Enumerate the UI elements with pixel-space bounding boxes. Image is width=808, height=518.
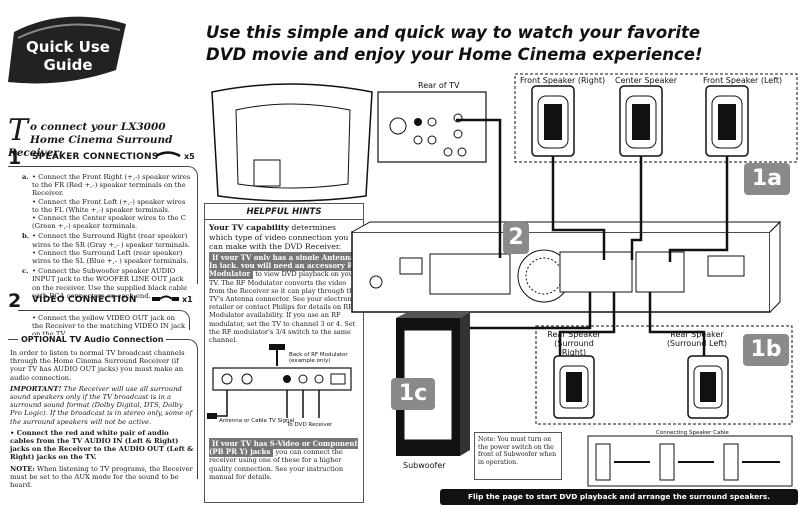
optional-p2: IMPORTANT! The Receiver will use all sur… bbox=[10, 385, 195, 426]
antenna-label: Antenna or Cable TV Signal bbox=[219, 418, 295, 424]
rear-right-label: Rear Speaker (Surround Right) bbox=[547, 330, 601, 357]
section2-title: VIDEO CONNECTION bbox=[32, 295, 137, 305]
speaker-cables bbox=[456, 118, 729, 374]
rear-of-tv-label: Rear of TV bbox=[418, 81, 460, 90]
center-speaker bbox=[619, 85, 663, 157]
receiver-back-panel bbox=[351, 220, 782, 313]
front-left-label: Front Speaker (Left) bbox=[703, 76, 783, 85]
optional-p4-bold: NOTE: bbox=[10, 464, 35, 473]
hint-rf: If your TV only has a single Antenna In … bbox=[209, 252, 361, 345]
connection-diagram bbox=[211, 73, 798, 487]
badge-1a: 1a bbox=[744, 163, 790, 195]
optional-body: In order to listen to normal TV broadcas… bbox=[8, 339, 198, 489]
to-dvd-label: To DVD Receiver bbox=[287, 422, 333, 428]
item-b-label: b. bbox=[22, 232, 30, 241]
cable-label: Connecting Speaker Cable bbox=[656, 430, 729, 436]
rear-left-label: Rear Speaker (Surround Left) bbox=[666, 330, 728, 348]
badge-2: 2 bbox=[503, 222, 529, 254]
hint-p1-bold: Your TV capability bbox=[209, 223, 289, 232]
rear-speakers-group bbox=[535, 325, 793, 425]
footer-bar: Flip the page to start DVD playback and … bbox=[440, 489, 798, 505]
section1-title: SPEAKER CONNECTIONS bbox=[32, 152, 159, 162]
hints-title: HELPFUL HINTS bbox=[205, 204, 363, 220]
item-a-line1: • Connect the Front Right (+,-) speaker … bbox=[32, 173, 191, 198]
badge-1b: 1b bbox=[743, 334, 789, 366]
center-label: Center Speaker bbox=[615, 76, 678, 85]
rf-back-label: Back of RF Modulator (example only) bbox=[289, 352, 348, 364]
front-right-label: Front Speaker (Right) bbox=[520, 76, 606, 85]
helpful-hints-box: HELPFUL HINTS Your TV capability determi… bbox=[204, 203, 364, 503]
optional-p4-text: When listening to TV programs, the Recei… bbox=[10, 464, 193, 490]
rear-right-speaker bbox=[553, 355, 595, 419]
list-item: c. • Connect the Subwoofer speaker AUDIO… bbox=[22, 267, 193, 300]
optional-p4: NOTE: When listening to TV programs, the… bbox=[10, 465, 195, 490]
optional-p2-text: The Receiver will use all surround sound… bbox=[10, 384, 192, 426]
logo-line2: Guide bbox=[43, 56, 92, 74]
section2-cable-count: x1 bbox=[182, 295, 193, 304]
hint-p1: Your TV capability determines which type… bbox=[209, 223, 361, 252]
badge-1c: 1c bbox=[391, 378, 435, 410]
item-a-line3: • Connect the Center speaker wires to th… bbox=[32, 214, 186, 231]
optional-p3: • Connect the red and white pair of audi… bbox=[10, 428, 194, 462]
speaker-cable-icon bbox=[155, 151, 181, 158]
rear-left-speaker bbox=[687, 355, 729, 419]
item-b-line1: • Connect the Surround Right (rear speak… bbox=[32, 232, 190, 249]
section2-text: • Connect the yellow VIDEO OUT jack on t… bbox=[18, 310, 190, 338]
subwoofer-label: Subwoofer bbox=[403, 461, 446, 470]
section1-header: 1 SPEAKER CONNECTIONS x5 bbox=[8, 147, 198, 169]
video-cable-icon bbox=[152, 295, 179, 301]
item-b-line2: • Connect the Surround Left (rear speake… bbox=[32, 248, 189, 266]
hint-p1-text: determines which type of video connectio… bbox=[209, 223, 349, 251]
optional-p1: In order to listen to normal TV broadcas… bbox=[10, 349, 185, 382]
optional-p2-bold: IMPORTANT! bbox=[10, 384, 62, 393]
headline: Use this simple and quick way to watch y… bbox=[206, 22, 766, 66]
optional-title: OPTIONAL TV Audio Connection bbox=[18, 335, 167, 344]
item-a-label: a. bbox=[22, 173, 29, 181]
hint-svideo-text: you can connect the receiver using one o… bbox=[209, 448, 344, 481]
hint-rf-text: to view DVD playback on your TV. The RF … bbox=[209, 270, 361, 345]
tv-icon bbox=[211, 83, 373, 202]
section1-cable-count: x5 bbox=[184, 152, 195, 161]
intro-big-letter: T bbox=[8, 113, 29, 148]
item-c-line1: • Connect the Subwoofer speaker AUDIO IN… bbox=[32, 267, 188, 300]
section2-number: 2 bbox=[8, 290, 22, 312]
rf-modulator-diagram bbox=[207, 344, 352, 419]
section2-header: 2 VIDEO CONNECTION x1 bbox=[8, 290, 198, 312]
quick-use-guide-logo: Quick Use Guide bbox=[4, 12, 132, 98]
item-a-line2: • Connect the Front Left (+,-) speaker w… bbox=[32, 197, 186, 214]
headline-line1: Use this simple and quick way to watch y… bbox=[206, 23, 701, 42]
front-speakers-group bbox=[514, 73, 798, 163]
list-item: b. • Connect the Surround Right (rear sp… bbox=[22, 232, 193, 265]
logo-line1: Quick Use bbox=[26, 38, 110, 56]
hint-svideo: If your TV has S-Video or Component (PB … bbox=[209, 438, 361, 481]
subwoofer-note: Note: You must turn on the power switch … bbox=[474, 432, 562, 480]
headline-line2: DVD movie and enjoy your Home Cinema exp… bbox=[206, 45, 703, 64]
front-right-speaker bbox=[531, 85, 575, 157]
item-c-label: c. bbox=[22, 267, 29, 276]
intro: T o connect your LX3000 Home Cinema Surr… bbox=[8, 113, 203, 160]
section1-number: 1 bbox=[8, 147, 22, 169]
list-item: a. • Connect the Front Right (+,-) speak… bbox=[22, 173, 193, 230]
section1-body: a. • Connect the Front Right (+,-) speak… bbox=[8, 166, 198, 300]
front-left-speaker bbox=[705, 85, 749, 157]
intro-text: o connect your LX3000 Home Cinema Surrou… bbox=[8, 121, 173, 159]
